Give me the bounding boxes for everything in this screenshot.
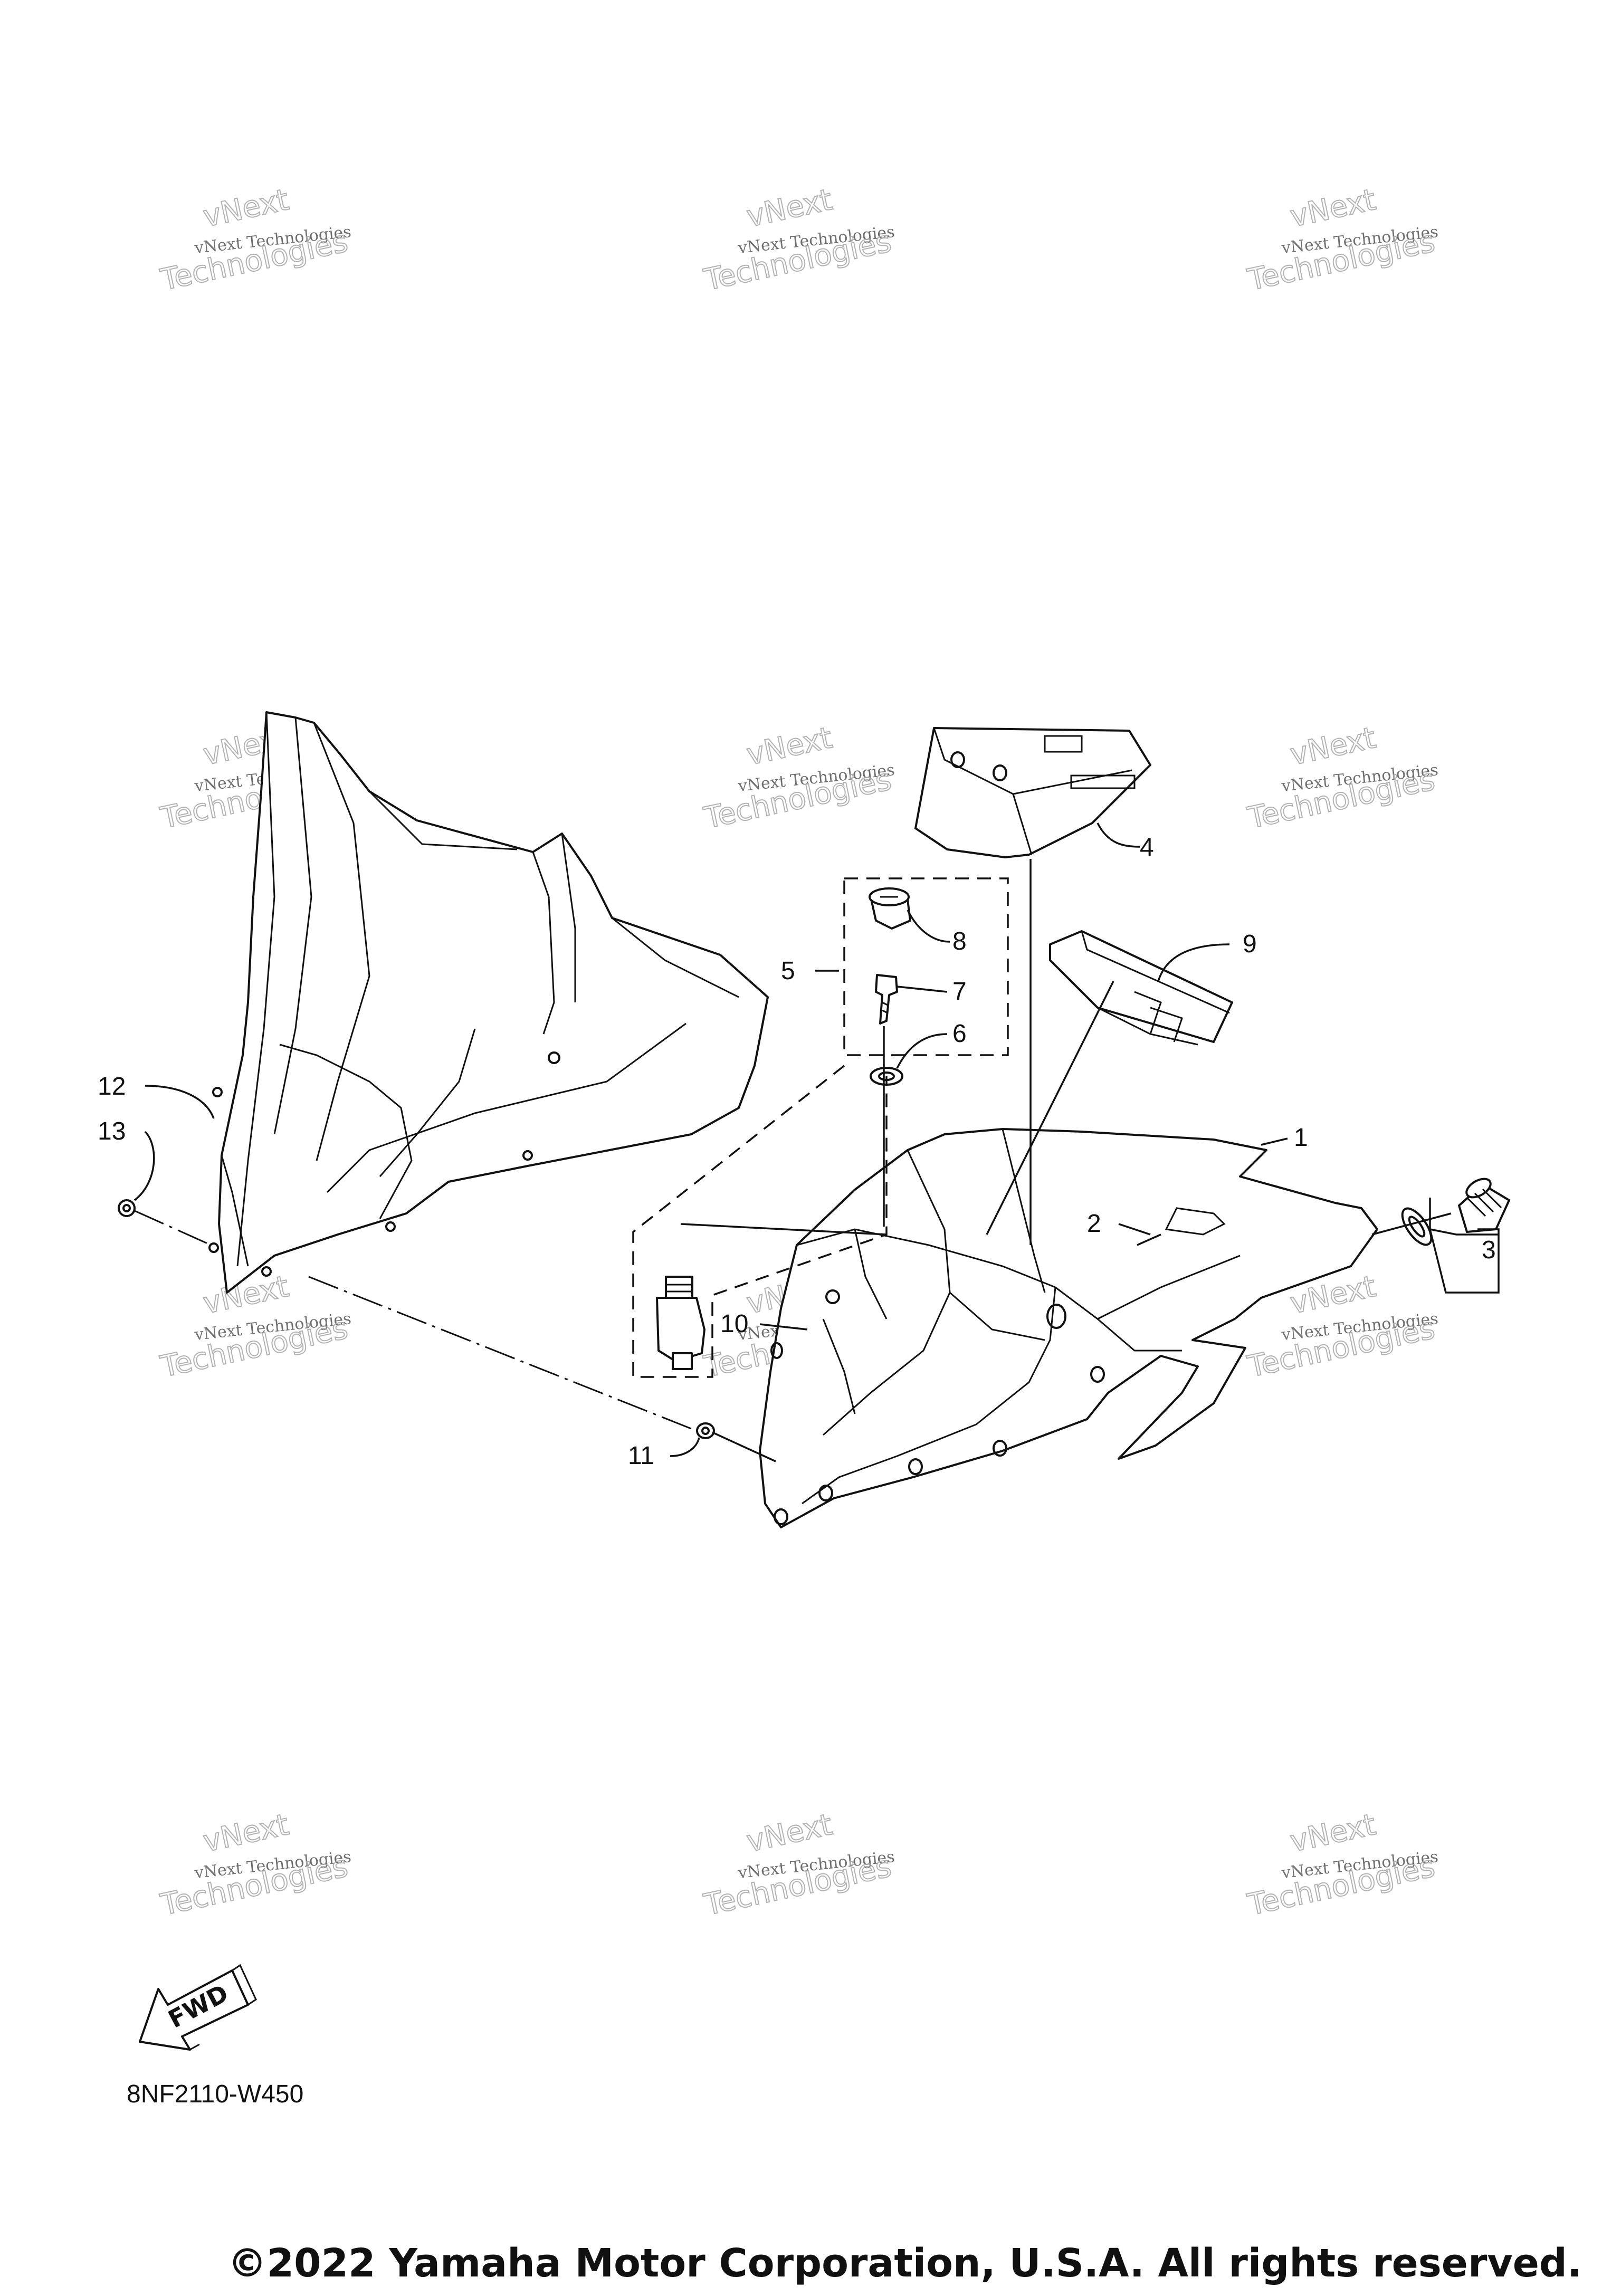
svg-text:vNext: vNext xyxy=(1287,1807,1379,1859)
switch-part-10 xyxy=(656,1276,705,1370)
callout-9: 9 xyxy=(1243,930,1257,958)
callout-10: 10 xyxy=(720,1310,748,1338)
callout-2: 2 xyxy=(1087,1210,1101,1238)
fwd-arrow-icon: FWD xyxy=(139,1964,257,2051)
diagram-code: 8NF2110-W450 xyxy=(127,2080,303,2108)
watermark: vNext vNext Technologies Technologies xyxy=(1244,720,1439,836)
watermark: vNext vNext Technologies Technologies xyxy=(157,1269,352,1385)
watermark: vNext vNext Technologies Technologies xyxy=(700,1807,895,1923)
watermark: vNext vNext Technologies Technologies xyxy=(700,720,895,836)
callout-11: 11 xyxy=(628,1442,654,1470)
callouts: 1 2 3 4 5 6 7 8 9 10 11 12 13 xyxy=(98,822,1500,1470)
clip-part-11 xyxy=(696,1422,715,1439)
watermark: vNext vNext Technologies Technologies xyxy=(1244,1807,1439,1923)
callout-7: 7 xyxy=(952,978,967,1006)
copyright-notice: ©2022 Yamaha Motor Corporation, U.S.A. A… xyxy=(228,2241,1582,2286)
callout-4: 4 xyxy=(1140,834,1154,862)
cover-part-4 xyxy=(914,727,1151,858)
svg-text:vNext: vNext xyxy=(743,721,835,772)
callout-8: 8 xyxy=(952,927,967,955)
svg-text:vNext: vNext xyxy=(1287,183,1379,234)
callout-12: 12 xyxy=(98,1073,126,1101)
watermark: vNext vNext Technologies Technologies xyxy=(157,182,352,298)
clip-part-13 xyxy=(118,1199,136,1217)
svg-text:vNext: vNext xyxy=(743,1807,835,1859)
svg-text:vNext: vNext xyxy=(1287,721,1379,772)
callout-5: 5 xyxy=(781,957,795,985)
assembly-lines xyxy=(134,859,1452,1462)
callout-13: 13 xyxy=(98,1117,126,1145)
socket-part-3 xyxy=(1401,1178,1510,1246)
svg-text:vNext: vNext xyxy=(200,183,292,234)
callout-3: 3 xyxy=(1482,1236,1496,1264)
cap-part-8 xyxy=(869,887,911,930)
callout-1: 1 xyxy=(1294,1124,1308,1152)
kit-5-boundary xyxy=(843,877,1009,1056)
watermark: vNext vNext Technologies Technologies xyxy=(700,182,895,298)
svg-text:vNext: vNext xyxy=(743,183,835,234)
watermark: vNext vNext Technologies Technologies xyxy=(1244,182,1439,298)
svg-text:vNext: vNext xyxy=(200,1807,292,1859)
windshield-part-12 xyxy=(208,711,769,1294)
callout-6: 6 xyxy=(952,1020,967,1048)
upper-panel-part-1 xyxy=(759,1128,1378,1528)
electrical-unit-part-9 xyxy=(1049,930,1233,1046)
watermark: vNext vNext Technologies Technologies xyxy=(157,1807,352,1923)
key-part-7 xyxy=(875,974,898,1025)
